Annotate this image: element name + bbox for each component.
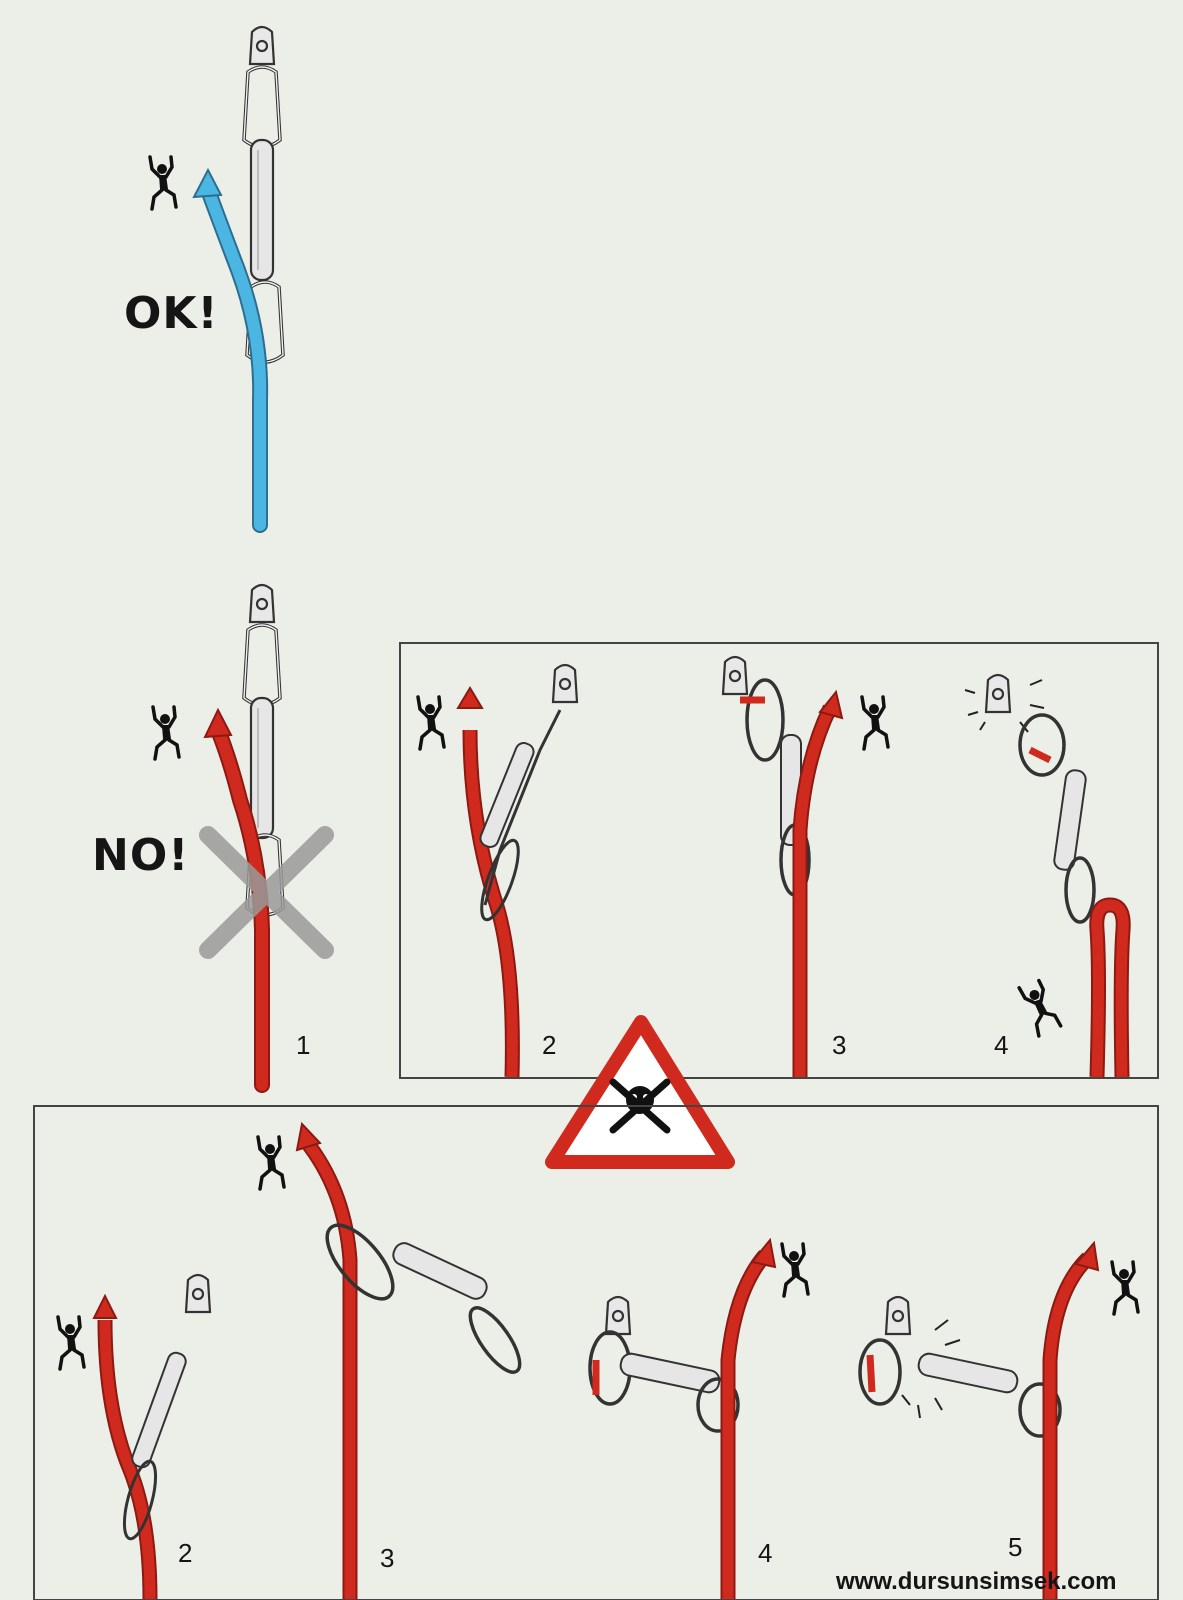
carabiner-icon [122, 1459, 158, 1541]
arrow-up-icon [192, 167, 223, 199]
step-number: 2 [178, 1538, 193, 1568]
climber-icon [151, 705, 181, 761]
rope-red [794, 705, 835, 1077]
carabiner-icon [242, 623, 282, 707]
climber-icon [148, 155, 178, 211]
top-steps-panel [399, 642, 1159, 1079]
top-step-3-illustration [721, 655, 890, 1077]
climber-icon [256, 1135, 286, 1191]
carabiner-icon [325, 1223, 395, 1301]
carabiner-icon [480, 838, 520, 922]
top-step-4-illustration [964, 673, 1131, 1078]
carabiner-icon [1018, 1382, 1062, 1438]
quickdraw-sling-icon [249, 138, 275, 282]
carabiner-icon [858, 1338, 902, 1406]
quickdraw-sling-icon [249, 696, 275, 840]
ok-label: OK! [124, 288, 219, 339]
rope-red [464, 729, 518, 1078]
rope-red [99, 1319, 156, 1600]
rope-red [1091, 899, 1129, 1078]
quickdraw-sling-icon [1053, 769, 1087, 871]
no-scenario [151, 583, 334, 1093]
quickdraw-sling-icon [131, 1351, 187, 1469]
step-number: 1 [296, 1030, 311, 1060]
step-number: 4 [994, 1030, 1009, 1060]
quickdraw-sling-icon [479, 742, 535, 848]
ok-scenario [148, 25, 285, 533]
quickdraw-sling-icon [917, 1352, 1019, 1394]
rope-red [1044, 1254, 1092, 1599]
bolt-hanger-icon [721, 655, 749, 696]
climber-icon [860, 695, 890, 751]
cross-icon [199, 826, 334, 959]
step-number: 3 [832, 1030, 847, 1060]
carabiner-icon [1064, 856, 1096, 924]
bottom-steps-panel [33, 1105, 1159, 1600]
no-label: NO! [92, 830, 190, 881]
website-credit: www.dursunsimsek.com [836, 1568, 1117, 1595]
carabiner-icon [468, 1306, 522, 1374]
arrow-up-icon [203, 707, 233, 739]
top-step-2-illustration [416, 663, 579, 1078]
bolt-hanger-icon [248, 25, 276, 66]
falling-climber-icon [1017, 977, 1064, 1039]
bottom-step-2-illustration [56, 1273, 212, 1600]
bolt-hanger-icon [551, 663, 579, 704]
rope-blue [202, 184, 267, 531]
step-number: 3 [380, 1543, 395, 1573]
bottom-step-5-illustration [858, 1240, 1140, 1599]
skull-crossbones-warning-icon [545, 1015, 735, 1169]
climber-icon [416, 695, 446, 751]
climber-icon [1110, 1260, 1140, 1316]
rope-red [300, 1136, 356, 1599]
carabiner-icon [696, 1377, 740, 1433]
carabiner-icon [242, 65, 282, 149]
quickdraw-sling-icon [619, 1352, 721, 1394]
quickdraw-sling-icon [392, 1242, 488, 1300]
bolt-hanger-icon [604, 1295, 632, 1336]
shock-lines-icon [901, 1319, 961, 1419]
carabiner-icon [745, 678, 785, 762]
bolt-hanger-icon [248, 583, 276, 624]
step-number: 2 [542, 1030, 557, 1060]
bolt-hanger-icon [884, 1295, 912, 1336]
carabiner-icon [1018, 713, 1066, 777]
step-number: 5 [1008, 1532, 1023, 1562]
bottom-step-4-illustration [588, 1237, 810, 1599]
climber-icon [56, 1315, 86, 1371]
bottom-step-3-illustration [256, 1121, 522, 1599]
climber-icon [780, 1242, 810, 1298]
bolt-hanger-icon [984, 673, 1012, 714]
step-number: 4 [758, 1538, 773, 1568]
bolt-hanger-icon [184, 1273, 212, 1314]
